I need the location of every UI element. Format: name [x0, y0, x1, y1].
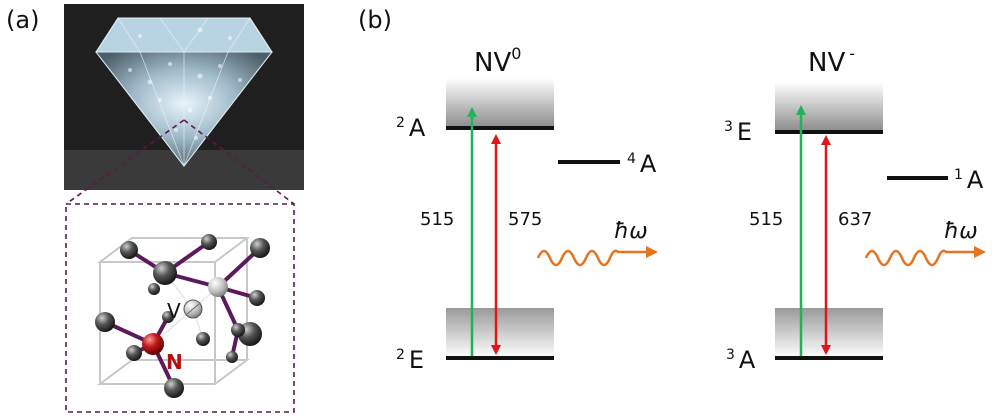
carbon-atom	[226, 351, 238, 363]
carbon-atom	[250, 238, 270, 258]
nvm-emission-wavelength: 637	[838, 209, 872, 230]
diamond-photo	[64, 4, 304, 190]
carbon-atom	[126, 345, 142, 361]
nvm-title-base: NV	[808, 48, 845, 78]
zoom-frame	[65, 119, 295, 413]
carbon-atom	[249, 290, 265, 306]
carbon-atom	[95, 312, 115, 332]
carbon-atom	[164, 378, 184, 398]
carbon-atom	[120, 241, 138, 259]
nvm-lower-band	[775, 308, 883, 358]
nv0-photon-wave	[536, 246, 658, 267]
carbon-atom	[153, 261, 177, 285]
nv0-title-base: NV	[474, 48, 511, 78]
nv0-absorption-wavelength: 515	[420, 209, 454, 230]
nvm-title-sup: -	[849, 44, 855, 63]
nitrogen-label: N	[166, 350, 183, 374]
nv0-lower-band	[446, 308, 554, 358]
nvm-upper-band	[775, 82, 883, 132]
nvm-title: NV-	[808, 44, 855, 78]
carbon-atom	[196, 332, 210, 346]
carbon-atom	[162, 311, 174, 323]
nv0-photon-label: ħω	[614, 219, 648, 244]
bonded-carbon-atom	[208, 277, 228, 297]
nvm-absorption-wavelength: 515	[749, 209, 783, 230]
nitrogen-atom	[142, 333, 164, 355]
crystal-structure: V N	[95, 234, 270, 398]
carbon-atom	[201, 234, 217, 250]
nv0-title: NV0	[474, 44, 521, 78]
panel-a-label: (a)	[6, 6, 40, 34]
nvm-photon-label: ħω	[944, 219, 978, 244]
carbon-atoms	[95, 234, 270, 398]
nv0-emission-wavelength: 575	[508, 209, 542, 230]
panel-b-label: (b)	[358, 6, 392, 34]
nv0-upper-band	[446, 78, 554, 128]
nv0-title-sup: 0	[511, 44, 521, 63]
carbon-atom	[148, 283, 160, 295]
carbon-atom	[231, 323, 245, 337]
vacancy-label: V	[167, 299, 181, 323]
nvm-photon-wave	[864, 246, 986, 267]
